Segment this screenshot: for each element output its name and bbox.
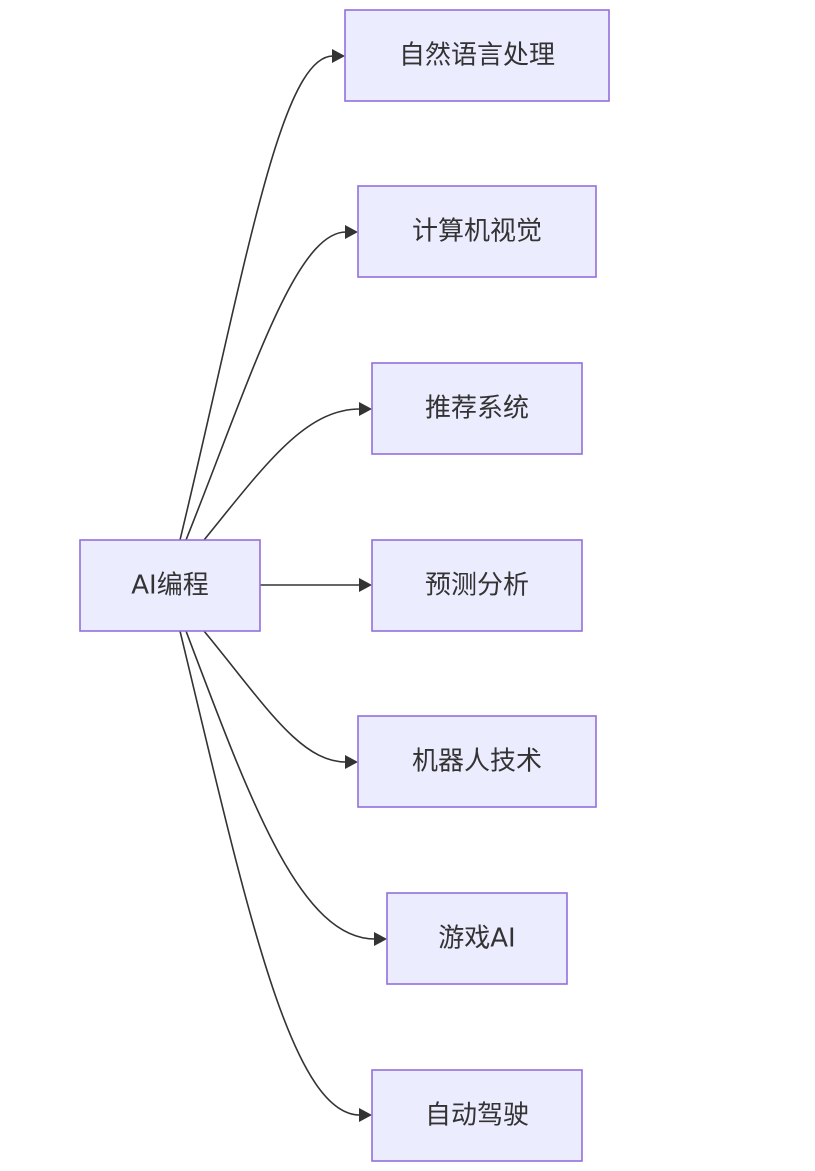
node-autodrive-box (371, 1069, 583, 1162)
arrowhead-robotics (345, 755, 358, 769)
node-autodrive-label: 自动驾驶 (425, 1101, 529, 1131)
arrowhead-recsys (359, 402, 372, 416)
node-gameai-box (386, 892, 568, 985)
edge-root-to-gameai (185, 630, 376, 940)
arrowhead-autodrive (359, 1108, 372, 1122)
edges (179, 49, 387, 1122)
edge-root-to-cv (185, 231, 347, 541)
node-robotics: 机器人技术 (357, 715, 597, 808)
node-root-label: AI编程 (131, 571, 208, 601)
node-predict: 预测分析 (371, 539, 583, 632)
arrowhead-cv (345, 225, 358, 239)
node-robotics-label: 机器人技术 (412, 747, 542, 777)
node-gameai: 游戏AI (386, 892, 568, 985)
node-predict-box (371, 539, 583, 632)
node-nlp-box (344, 9, 610, 102)
arrowhead-predict (359, 578, 372, 592)
node-recsys-label: 推荐系统 (425, 394, 529, 424)
node-cv: 计算机视觉 (357, 185, 597, 278)
edge-root-to-recsys (203, 408, 361, 541)
node-cv-label: 计算机视觉 (412, 217, 542, 247)
node-predict-label: 预测分析 (425, 571, 529, 601)
edge-root-to-autodrive (179, 630, 361, 1116)
node-nlp-label: 自然语言处理 (399, 41, 555, 71)
node-root: AI编程 (79, 539, 261, 632)
node-gameai-label: 游戏AI (438, 924, 515, 954)
node-recsys: 推荐系统 (371, 362, 583, 455)
node-autodrive: 自动驾驶 (371, 1069, 583, 1162)
edge-root-to-nlp (179, 55, 334, 541)
arrowhead-nlp (332, 49, 345, 63)
arrowhead-gameai (374, 932, 387, 946)
node-cv-box (357, 185, 597, 278)
node-recsys-box (371, 362, 583, 455)
node-robotics-box (357, 715, 597, 808)
node-root-box (79, 539, 261, 632)
node-nlp: 自然语言处理 (344, 9, 610, 102)
edge-root-to-robotics (203, 630, 347, 763)
